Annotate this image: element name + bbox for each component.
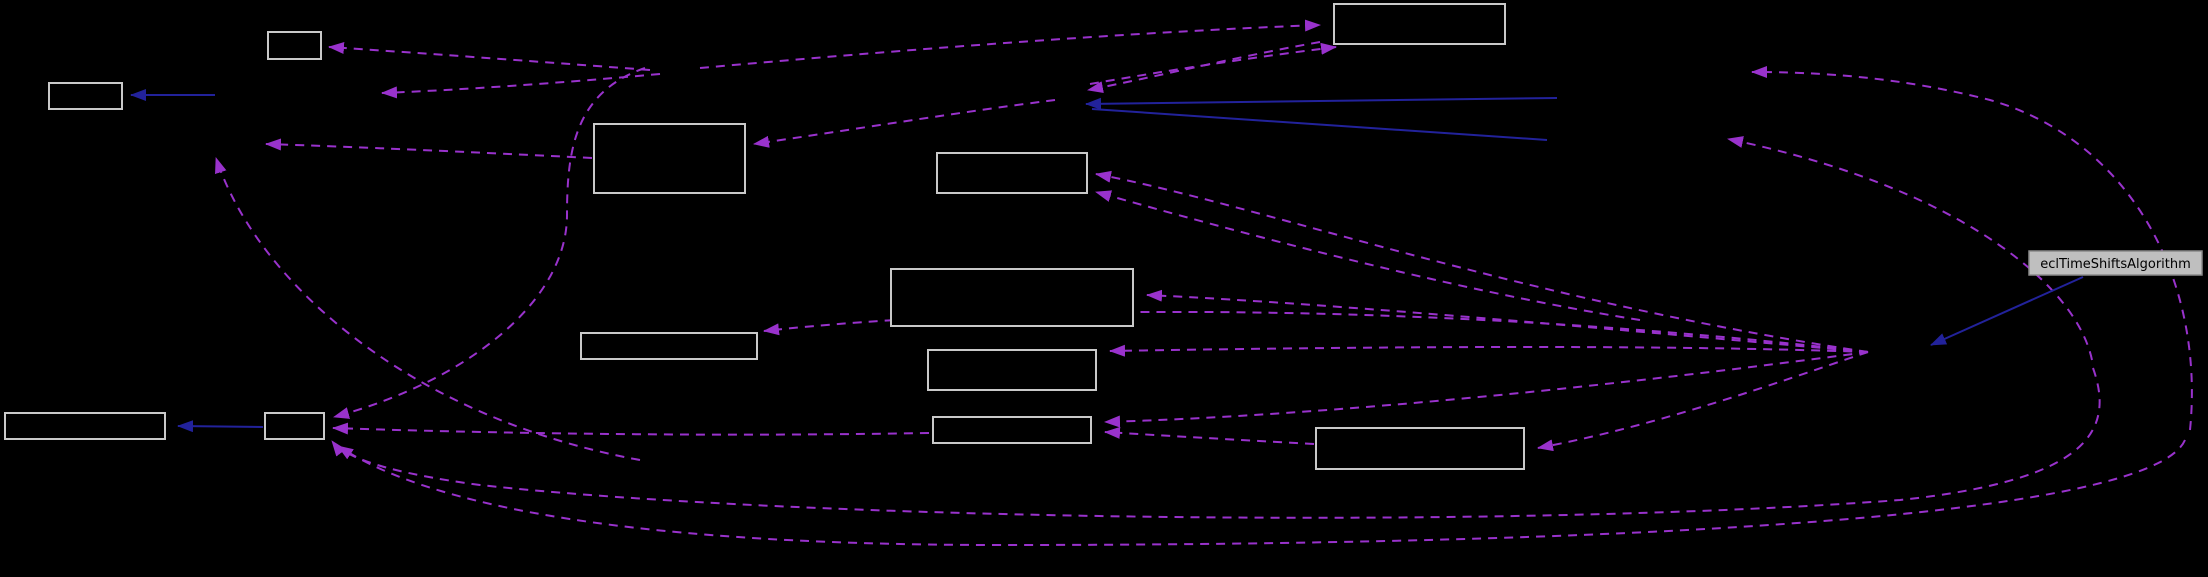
dependency-edge-dashed: [1087, 41, 1321, 94]
dependency-edge-dashed: [1089, 42, 1337, 85]
dependency-edge-dashed: [699, 19, 1321, 69]
dependency-edge-dashed: [328, 41, 651, 71]
graph-node-ecltimeshiftsalgorithm[interactable]: eclTimeShiftsAlgorithm: [2028, 250, 2203, 276]
dependency-edge-dashed: [265, 138, 593, 159]
dependency-edge-dashed: [331, 367, 2101, 519]
graph-node-node-center-low[interactable]: [932, 416, 1092, 444]
dependency-edge-dashed: [1146, 289, 1869, 353]
dependency-edge-dashed: [1751, 66, 2193, 431]
dependency-edge-dashed: [763, 310, 1869, 353]
graph-node-node-center-left[interactable]: [580, 332, 758, 360]
dependency-edge-dashed: [1095, 170, 1869, 353]
dependency-edge-dashed: [1727, 136, 2093, 361]
edges-layer: [130, 19, 2193, 547]
dependency-edge-dashed: [1095, 190, 1641, 321]
dependency-edge-dashed: [332, 422, 930, 436]
graph-node-node-top-right[interactable]: [1333, 3, 1506, 45]
graph-node-node-center-large[interactable]: [890, 268, 1134, 327]
dependency-edge-dashed: [1104, 351, 1869, 428]
graph-node-node-bottom-wide[interactable]: [4, 412, 166, 440]
dependency-edge-dashed: [753, 99, 1056, 148]
graph-node-node-left[interactable]: [48, 82, 123, 110]
highlight-node-box[interactable]: [2028, 250, 2203, 276]
dependency-edge-dashed: [1537, 351, 1869, 452]
dependency-edge-solid: [1930, 276, 2084, 346]
dependency-edge-dashed: [1104, 426, 1315, 445]
nodes-layer: [4, 3, 1525, 470]
dependency-edge-solid: [177, 420, 264, 433]
graph-node-node-right-low[interactable]: [1315, 427, 1525, 470]
graph-node-node-center-mid[interactable]: [927, 349, 1097, 391]
dependency-edge-dashed: [1109, 344, 1869, 357]
dependency-edge-dashed: [333, 67, 646, 419]
graph-node-node-top-small[interactable]: [267, 31, 322, 60]
graph-node-node-bottom-small[interactable]: [264, 412, 325, 440]
highlight-node-label: eclTimeShiftsAlgorithm: [2040, 257, 2191, 272]
dependency-edge-solid: [1085, 97, 1558, 110]
dependency-edge-dashed: [215, 157, 641, 461]
graph-node-node-center-top[interactable]: [936, 152, 1088, 194]
dependency-edge-dashed: [381, 73, 661, 99]
dependency-edge-dashed: [337, 439, 2186, 547]
dependency-edge-solid: [1091, 108, 1548, 141]
graph-node-node-mid-left-large[interactable]: [593, 123, 746, 194]
